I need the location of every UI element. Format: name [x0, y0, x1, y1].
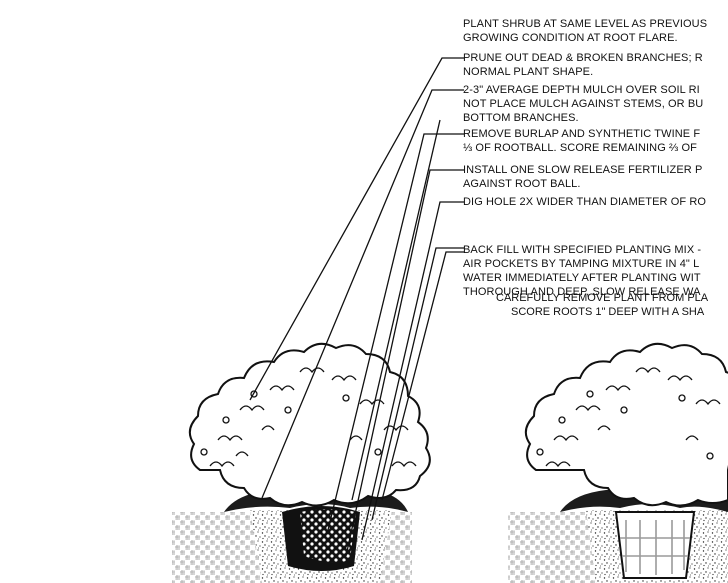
leaf-texture-left	[200, 367, 417, 468]
note-line: PRUNE OUT DEAD & BROKEN BRANCHES; R	[463, 52, 703, 64]
note-line: NORMAL PLANT SHAPE.	[463, 66, 594, 78]
note-line: BOTTOM BRANCHES.	[463, 112, 579, 124]
shrub-canopy-left	[188, 342, 431, 507]
note-line: NOT PLACE MULCH AGAINST STEMS, OR BU	[463, 98, 704, 110]
leader-backfill-b	[381, 251, 464, 501]
note-line: DIG HOLE 2X WIDER THAN DIAMETER OF RO	[463, 196, 707, 208]
note-dig-hole: DIG HOLE 2X WIDER THAN DIAMETER OF RO	[463, 195, 706, 209]
note-line: ⅓ OF ROOTBALL. SCORE REMAINING ⅔ OF	[463, 142, 697, 154]
note-line: THOROUGH AND DEEP, SLOW RELEASE WA	[463, 286, 701, 298]
note-fertilizer: INSTALL ONE SLOW RELEASE FERTILIZER P AG…	[463, 163, 702, 191]
leader-burlap	[327, 133, 464, 531]
leader-flare	[351, 119, 441, 501]
leaf-texture-right	[536, 367, 721, 468]
leader-backfill	[371, 247, 464, 521]
note-line: WATER IMMEDIATELY AFTER PLANTING WIT	[463, 272, 701, 284]
leader-dig-hole	[361, 201, 464, 541]
caption-line: SCORE ROOTS 1" DEEP WITH A SHA	[511, 306, 705, 318]
container-roots-right	[620, 520, 690, 575]
note-line: REMOVE BURLAP AND SYNTHETIC TWINE F	[463, 128, 701, 140]
note-line: PLANT SHRUB AT SAME LEVEL AS PREVIOUS	[463, 18, 708, 30]
note-line: AIR POCKETS BY TAMPING MIXTURE IN 4" L	[463, 258, 700, 270]
note-line: AGAINST ROOT BALL.	[463, 178, 581, 190]
note-line: GROWING CONDITION AT ROOT FLARE.	[463, 32, 678, 44]
note-line: 2-3" AVERAGE DEPTH MULCH OVER SOIL RI	[463, 84, 700, 96]
note-line: INSTALL ONE SLOW RELEASE FERTILIZER P	[463, 164, 703, 176]
container-caption-line-2: SCORE ROOTS 1" DEEP WITH A SHA	[511, 305, 704, 319]
container-pot-right	[614, 511, 696, 579]
shrub-canopy-right	[524, 342, 728, 507]
leader-fertilizer	[345, 169, 464, 557]
burlap-netting-left	[300, 509, 356, 563]
note-backfill: BACK FILL WITH SPECIFIED PLANTING MIX - …	[463, 243, 701, 299]
container-caption-line-1: CAREFULLY REMOVE PLANT FROM PLA	[496, 291, 708, 305]
leader-lines	[249, 57, 464, 557]
right-shrub-section	[508, 342, 728, 583]
note-prune: PRUNE OUT DEAD & BROKEN BRANCHES; R NORM…	[463, 51, 703, 79]
left-shrub-section	[172, 342, 431, 583]
leader-prune	[249, 57, 464, 401]
note-plant-level: PLANT SHRUB AT SAME LEVEL AS PREVIOUS GR…	[463, 17, 707, 45]
note-line: BACK FILL WITH SPECIFIED PLANTING MIX -	[463, 244, 702, 256]
note-burlap: REMOVE BURLAP AND SYNTHETIC TWINE F ⅓ OF…	[463, 127, 700, 155]
note-mulch: 2-3" AVERAGE DEPTH MULCH OVER SOIL RI NO…	[463, 83, 703, 125]
leader-mulch	[261, 89, 464, 499]
caption-line: CAREFULLY REMOVE PLANT FROM PLA	[496, 292, 709, 304]
